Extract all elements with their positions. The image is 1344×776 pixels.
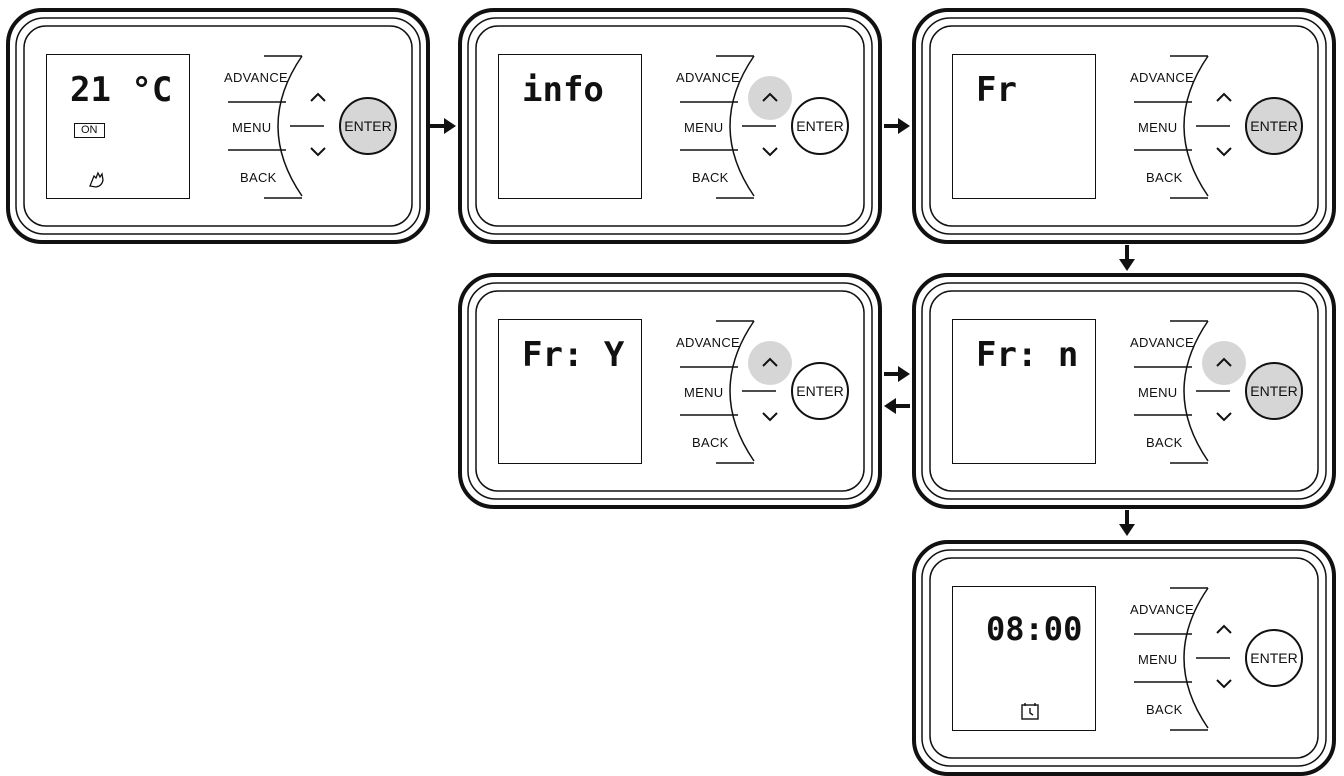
back-button-label[interactable]: BACK xyxy=(1146,170,1183,185)
down-button[interactable] xyxy=(296,132,340,176)
back-button-label[interactable]: BACK xyxy=(692,170,729,185)
chevron-down-icon xyxy=(762,147,778,157)
clock-icon xyxy=(1020,702,1040,725)
up-button[interactable] xyxy=(748,341,792,385)
chevron-up-icon xyxy=(1216,624,1232,634)
advance-button-label[interactable]: ADVANCE xyxy=(224,70,288,85)
chevron-up-icon xyxy=(1216,357,1232,367)
arrow-down-2-icon xyxy=(1117,508,1137,543)
down-button[interactable] xyxy=(1202,664,1246,708)
menu-button-label[interactable]: MENU xyxy=(1138,652,1178,667)
enter-button[interactable]: ENTER xyxy=(1245,629,1303,687)
lcd-screen xyxy=(46,54,190,199)
down-button[interactable] xyxy=(1202,132,1246,176)
chevron-down-icon xyxy=(1216,147,1232,157)
lcd-screen xyxy=(952,586,1096,731)
lcd-screen xyxy=(952,54,1096,199)
arrow-right-1-icon xyxy=(428,116,458,141)
advance-button-label[interactable]: ADVANCE xyxy=(1130,602,1194,617)
chevron-up-icon xyxy=(762,357,778,367)
menu-button-label[interactable]: MENU xyxy=(232,120,272,135)
advance-button-label[interactable]: ADVANCE xyxy=(676,70,740,85)
enter-button[interactable]: ENTER xyxy=(339,97,397,155)
enter-button[interactable]: ENTER xyxy=(791,97,849,155)
menu-button-label[interactable]: MENU xyxy=(684,385,724,400)
thermostat-panel-5: Fr: n ADVANCE MENU BACK ENTER xyxy=(912,273,1336,509)
on-status-badge: ON xyxy=(74,123,105,138)
up-button[interactable] xyxy=(748,76,792,120)
lcd-display-value: info xyxy=(522,70,604,110)
up-button[interactable] xyxy=(1202,76,1246,120)
up-button[interactable] xyxy=(296,76,340,120)
lcd-display-value: 21 °C xyxy=(70,70,173,110)
down-button[interactable] xyxy=(748,397,792,441)
enter-button[interactable]: ENTER xyxy=(1245,97,1303,155)
menu-button-label[interactable]: MENU xyxy=(1138,385,1178,400)
down-button[interactable] xyxy=(748,132,792,176)
advance-button-label[interactable]: ADVANCE xyxy=(676,335,740,350)
lcd-screen xyxy=(498,54,642,199)
lcd-screen xyxy=(498,319,642,464)
thermostat-panel-4: Fr: Y ADVANCE MENU BACK ENTER xyxy=(458,273,882,509)
chevron-up-icon xyxy=(762,92,778,102)
lcd-display-value: Fr xyxy=(976,70,1017,110)
lcd-display-value: Fr: Y xyxy=(522,335,625,375)
lcd-screen xyxy=(952,319,1096,464)
chevron-down-icon xyxy=(1216,679,1232,689)
back-button-label[interactable]: BACK xyxy=(1146,435,1183,450)
enter-button[interactable]: ENTER xyxy=(1245,362,1303,420)
arrow-left-1-icon xyxy=(882,396,912,421)
up-button[interactable] xyxy=(1202,341,1246,385)
arrow-right-3-icon xyxy=(882,364,912,389)
chevron-down-icon xyxy=(1216,412,1232,422)
chevron-down-icon xyxy=(762,412,778,422)
thermostat-panel-6: 08:00 ADVANCE MENU BACK ENTER xyxy=(912,540,1336,776)
chevron-down-icon xyxy=(310,147,326,157)
lcd-display-value: Fr: n xyxy=(976,335,1079,375)
back-button-label[interactable]: BACK xyxy=(692,435,729,450)
chevron-up-icon xyxy=(1216,92,1232,102)
advance-button-label[interactable]: ADVANCE xyxy=(1130,70,1194,85)
thermostat-panel-1: 21 °C ON ADVANCE MENU BACK ENTER xyxy=(6,8,430,244)
lcd-display-value: 08:00 xyxy=(986,610,1083,648)
advance-button-label[interactable]: ADVANCE xyxy=(1130,335,1194,350)
arrow-down-1-icon xyxy=(1117,243,1137,278)
menu-button-label[interactable]: MENU xyxy=(1138,120,1178,135)
back-button-label[interactable]: BACK xyxy=(240,170,277,185)
back-button-label[interactable]: BACK xyxy=(1146,702,1183,717)
menu-button-label[interactable]: MENU xyxy=(684,120,724,135)
down-button[interactable] xyxy=(1202,397,1246,441)
thermostat-panel-3: Fr ADVANCE MENU BACK ENTER xyxy=(912,8,1336,244)
chevron-up-icon xyxy=(310,92,326,102)
up-button[interactable] xyxy=(1202,608,1246,652)
enter-button[interactable]: ENTER xyxy=(791,362,849,420)
hand-icon xyxy=(86,168,108,195)
arrow-right-2-icon xyxy=(882,116,912,141)
thermostat-panel-2: info ADVANCE MENU BACK ENTER xyxy=(458,8,882,244)
